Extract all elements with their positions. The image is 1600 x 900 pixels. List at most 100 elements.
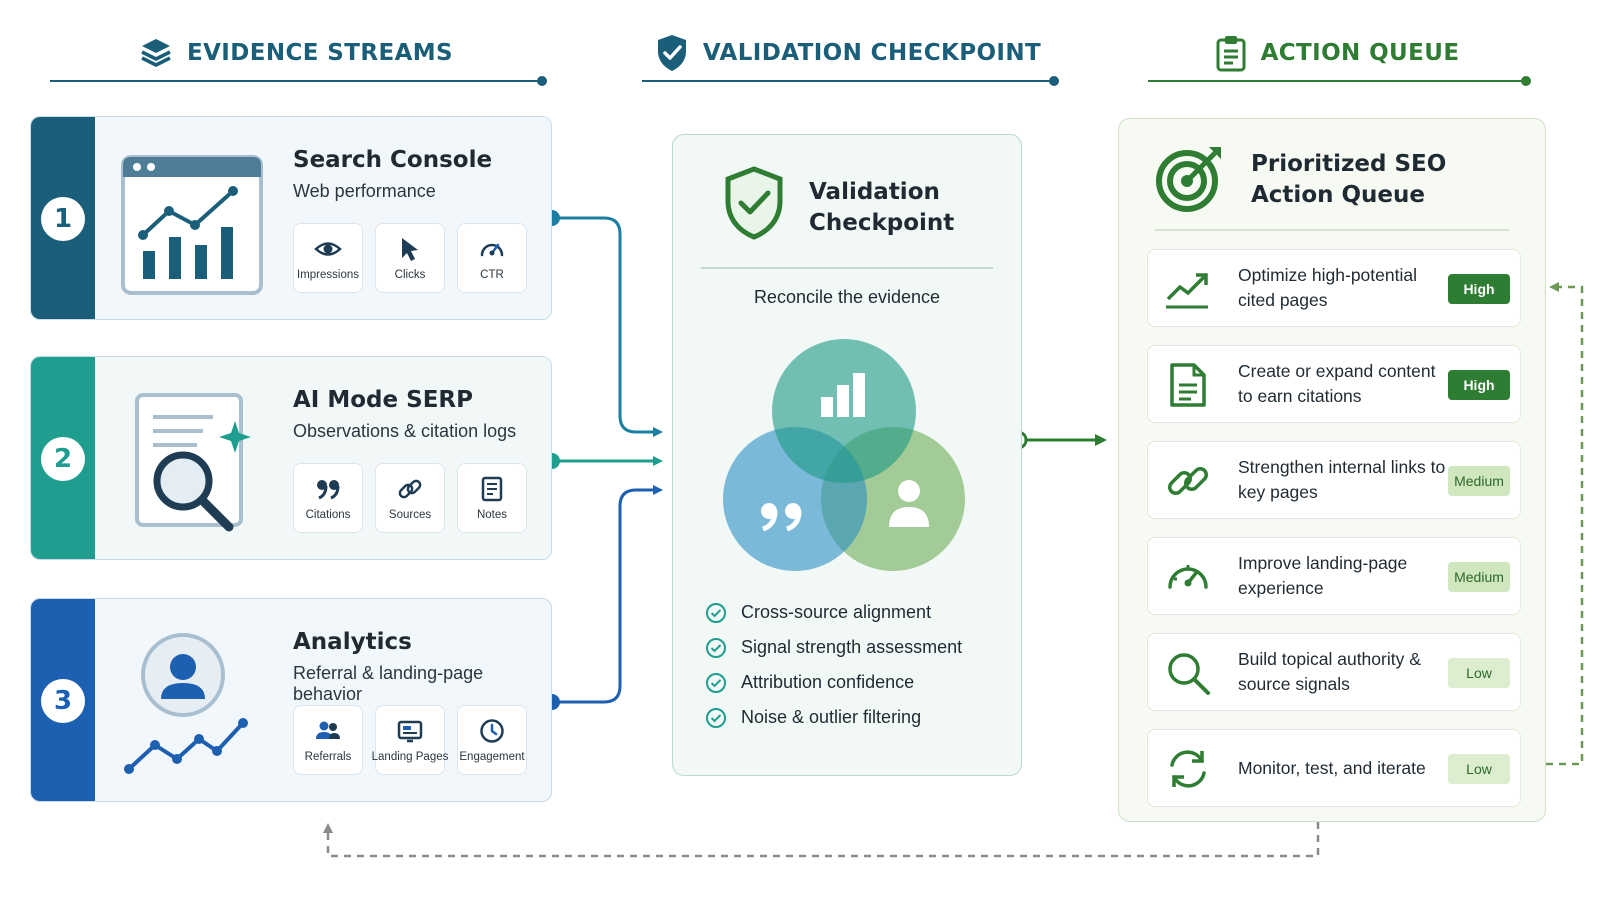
- clipboard-icon: [1216, 36, 1246, 72]
- quote-icon: [761, 503, 802, 532]
- feedback-loop-to-evidence: [323, 822, 1320, 858]
- priority-badge: High: [1448, 274, 1510, 304]
- layers-icon: [141, 39, 171, 67]
- header-title: EVIDENCE STREAMS: [186, 40, 454, 66]
- header-title: ACTION QUEUE: [1260, 40, 1460, 66]
- action-queue-panel: Prioritized SEO Action Queue Optimize hi…: [1118, 118, 1546, 822]
- stream-title: AI Mode SERP: [293, 387, 473, 413]
- check-item: Noise & outlier filtering: [705, 700, 962, 735]
- chip-label: Landing Pages: [371, 751, 449, 763]
- header-rule: [50, 76, 547, 86]
- queue-title: Prioritized SEO Action Queue: [1251, 151, 1447, 208]
- eye-icon: [314, 242, 342, 256]
- chip-engagement[interactable]: Engagement: [457, 705, 527, 775]
- chip-clicks[interactable]: Clicks: [375, 223, 445, 293]
- notes-icon: [481, 476, 503, 502]
- browser-chart-icon: [121, 155, 263, 295]
- document-search-icon: [135, 393, 251, 532]
- chip-label: Sources: [388, 509, 432, 521]
- check-label: Cross-source alignment: [741, 602, 932, 622]
- metric-chips: Impressions Clicks CTR: [293, 223, 527, 293]
- stream-subtitle: Web performance: [293, 181, 436, 201]
- header-rule: [642, 76, 1059, 86]
- metric-chips: Citations Sources Notes: [293, 463, 527, 533]
- connector-validation-to-queue: [1008, 430, 1107, 450]
- priority-badge: Low: [1448, 754, 1510, 784]
- queue-item-text: Create or expand content to earn citatio…: [1238, 361, 1436, 406]
- stream-subtitle: Referral & landing-page behavior: [293, 663, 484, 704]
- divider: [701, 267, 993, 269]
- document-icon: [1170, 363, 1206, 407]
- check-circle-icon: [706, 672, 726, 693]
- check-circle-icon: [706, 637, 726, 658]
- chip-label: Citations: [305, 509, 351, 521]
- validation-subtitle: Reconcile the evidence: [753, 287, 941, 307]
- header-title: VALIDATION CHECKPOINT: [702, 40, 1042, 66]
- chip-label: Clicks: [394, 269, 426, 281]
- gauge-icon: [480, 243, 504, 257]
- validation-panel: Validation Checkpoint Reconcile the evid…: [672, 134, 1022, 776]
- header-rule: [1148, 76, 1531, 86]
- validation-checkpoint-header: VALIDATION CHECKPOINT: [642, 32, 1059, 86]
- target-icon: [1156, 147, 1221, 212]
- queue-item-text: Optimize high-potential cited pages: [1238, 265, 1417, 310]
- chip-sources[interactable]: Sources: [375, 463, 445, 533]
- chip-notes[interactable]: Notes: [457, 463, 527, 533]
- search-icon: [1168, 653, 1210, 695]
- refresh-icon: [1170, 750, 1206, 788]
- priority-badge: Medium: [1448, 466, 1510, 496]
- stream-title: Search Console: [293, 147, 493, 173]
- validation-checklist: Cross-source alignment Signal strength a…: [705, 595, 962, 735]
- link-icon: [1168, 467, 1208, 495]
- check-label: Noise & outlier filtering: [741, 707, 922, 727]
- action-queue-header: ACTION QUEUE: [1148, 32, 1531, 86]
- chip-citations[interactable]: Citations: [293, 463, 363, 533]
- landing-page-icon: [397, 720, 423, 743]
- check-item: Attribution confidence: [705, 665, 962, 700]
- connector-ai-mode-serp: [544, 453, 663, 469]
- check-item: Cross-source alignment: [705, 595, 962, 630]
- queue-item-text: Build topical authority & source signals: [1238, 649, 1421, 694]
- shield-check-icon: [657, 35, 686, 71]
- metric-chips: Referrals Landing Pages Engagement: [293, 705, 527, 775]
- chip-label: Impressions: [297, 269, 359, 281]
- check-item: Signal strength assessment: [705, 630, 962, 665]
- bar-chart-icon: [821, 373, 865, 417]
- chip-label: Notes: [476, 509, 508, 521]
- cursor-icon: [402, 238, 418, 261]
- chip-impressions[interactable]: Impressions: [293, 223, 363, 293]
- queue-item-monitor-iterate[interactable]: Monitor, test, and iterate Low: [1147, 729, 1521, 807]
- stream-card-ai-mode-serp[interactable]: 2 AI Mode SERP Observations & citation l…: [30, 356, 552, 560]
- connector-analytics: [544, 485, 663, 710]
- evidence-streams-header: EVIDENCE STREAMS: [50, 32, 547, 86]
- stream-card-search-console[interactable]: 1 Search Console Web performance Impress…: [30, 116, 552, 320]
- chip-referrals[interactable]: Referrals: [293, 705, 363, 775]
- step-number: 2: [41, 437, 85, 481]
- check-label: Attribution confidence: [741, 672, 915, 692]
- queue-item-create-content[interactable]: Create or expand content to earn citatio…: [1147, 345, 1521, 423]
- check-label: Signal strength assessment: [741, 637, 963, 657]
- chip-ctr[interactable]: CTR: [457, 223, 527, 293]
- priority-badge: Medium: [1448, 562, 1510, 592]
- gauge-icon: [1168, 565, 1208, 589]
- queue-item-topical-authority[interactable]: Build topical authority & source signals…: [1147, 633, 1521, 711]
- queue-item-internal-links[interactable]: Strengthen internal links to key pages M…: [1147, 441, 1521, 519]
- stream-card-analytics[interactable]: 3 Analytics Referral & landing-page beha…: [30, 598, 552, 802]
- queue-item-landing-page-experience[interactable]: Improve landing-page experience Medium: [1147, 537, 1521, 615]
- shield-check-icon: [725, 166, 783, 240]
- evidence-venn-diagram: [723, 339, 965, 571]
- priority-badge: High: [1448, 370, 1510, 400]
- validation-title: Validation Checkpoint: [809, 179, 955, 236]
- chip-label: CTR: [480, 269, 504, 281]
- step-number: 3: [41, 679, 85, 723]
- queue-item-optimize-cited-pages[interactable]: Optimize high-potential cited pages High: [1147, 249, 1521, 327]
- divider: [1155, 229, 1509, 231]
- chip-label: Referrals: [304, 751, 352, 763]
- chip-label: Engagement: [459, 751, 525, 763]
- clock-icon: [480, 719, 504, 743]
- feedback-loop-queue-iterate: [1546, 282, 1584, 766]
- user-trend-icon: [124, 633, 248, 774]
- chip-landing-pages[interactable]: Landing Pages: [372, 705, 448, 775]
- queue-item-text: Monitor, test, and iterate: [1238, 757, 1426, 778]
- connector-search-console: [544, 210, 663, 437]
